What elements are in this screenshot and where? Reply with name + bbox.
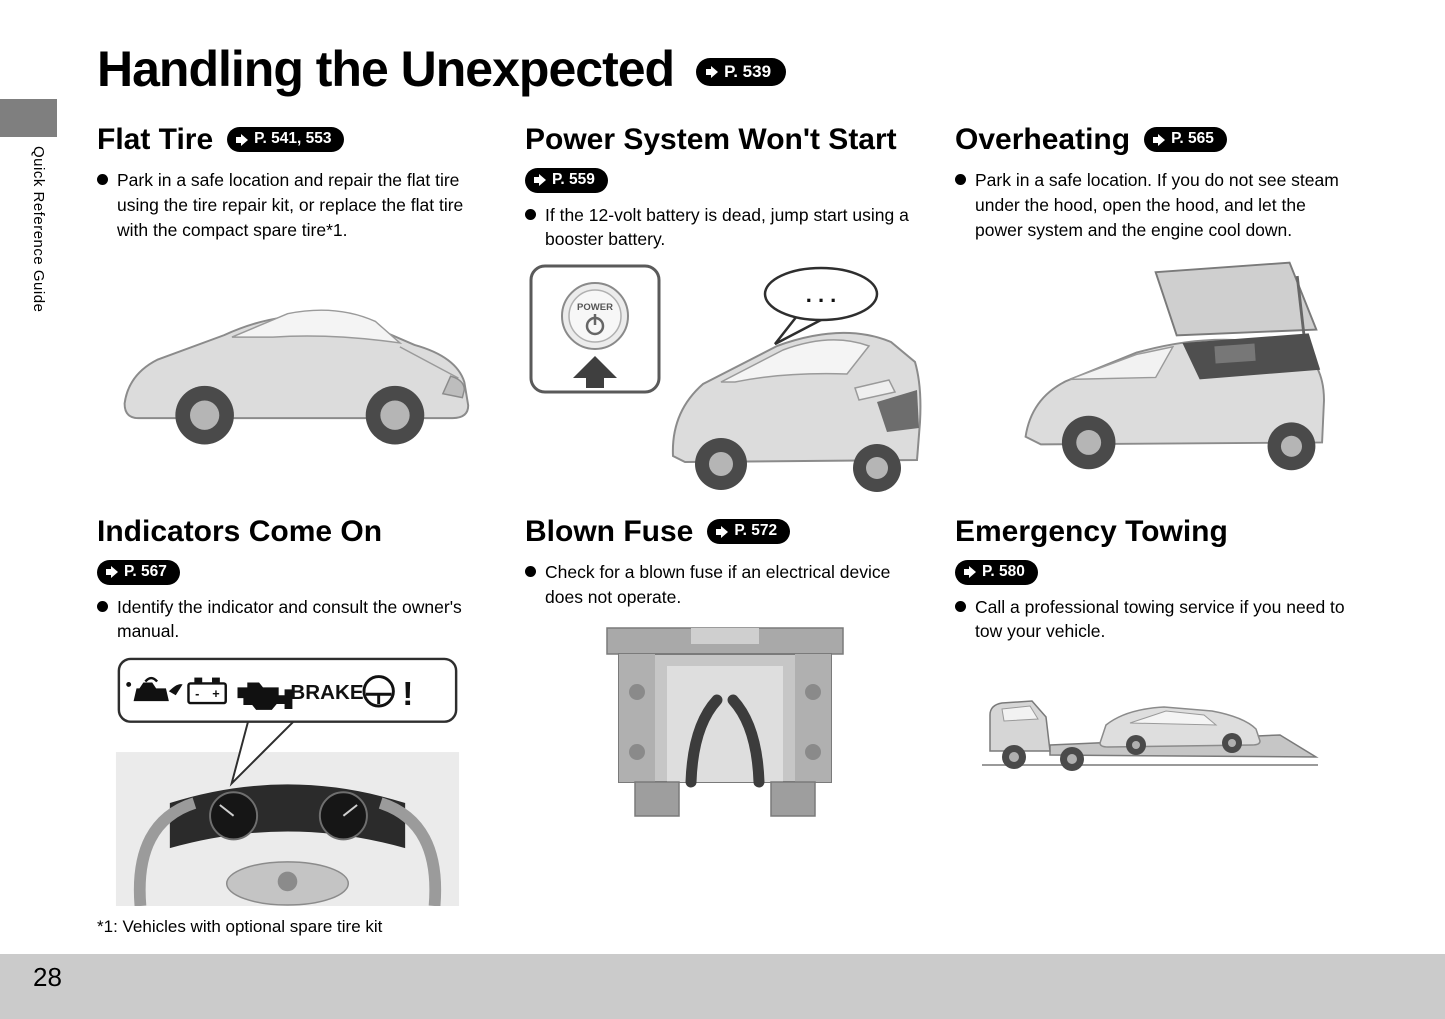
- page-title: Handling the Unexpected: [97, 41, 675, 97]
- page-ref-arrow-icon: [706, 65, 719, 78]
- page-ref-arrow-icon: [964, 566, 976, 579]
- power-button-jump-start-illustration: POWER . . .: [529, 264, 922, 493]
- tow-truck-illustration: [982, 700, 1319, 772]
- page-title-row: Handling the Unexpected P. 539: [97, 41, 787, 97]
- section-overheating: Overheating P. 565 Park in a safe locati…: [955, 123, 1355, 475]
- section-blown-fuse: Blown Fuse P. 572 Check for a blown fuse…: [525, 515, 930, 822]
- page-number: 28: [33, 962, 62, 992]
- footer-bar: 28: [0, 954, 1445, 1019]
- title-page-ref-badge: P. 539: [696, 57, 787, 86]
- oil-pressure-icon: [126, 677, 183, 702]
- bullet-dot: [97, 174, 108, 185]
- flat-tire-car-illustration: [123, 309, 470, 445]
- speech-bubble: . . .: [763, 267, 879, 346]
- blown-fuse-heading: Blown Fuse: [525, 515, 694, 548]
- bullet-dot: [525, 566, 536, 577]
- page-ref-arrow-icon: [236, 133, 249, 146]
- power-system-page-ref-badge: P. 559: [525, 168, 608, 193]
- chapter-tab: [0, 99, 57, 137]
- page-ref-arrow-icon: [716, 525, 729, 538]
- steering-warning-icon: [362, 675, 395, 708]
- flat-tire-bullet: Park in a safe location and repair the f…: [97, 168, 495, 243]
- flat-tire-heading: Flat Tire: [97, 123, 214, 156]
- overheating-bullet-text: Park in a safe location. If you do not s…: [975, 170, 1339, 240]
- spare-tire-footnote: *1: Vehicles with optional spare tire ki…: [97, 917, 383, 936]
- flat-tire-bullet-text: Park in a safe location and repair the f…: [117, 170, 464, 240]
- power-system-bullet-text: If the 12-volt battery is dead, jump sta…: [545, 204, 909, 250]
- towing-bullet-text: Call a professional towing service if yo…: [975, 596, 1345, 642]
- overheating-heading: Overheating: [955, 123, 1131, 156]
- indicators-bullet-text: Identify the indicator and consult the o…: [117, 596, 462, 642]
- check-engine-icon: [237, 682, 293, 711]
- blown-fuse-bullet-text: Check for a blown fuse if an electrical …: [545, 562, 891, 607]
- power-button-panel: POWER: [529, 264, 661, 394]
- steering-wheel-rim: [133, 797, 197, 907]
- towing-page-ref-badge: P. 580: [955, 560, 1038, 585]
- indicators-bullet: Identify the indicator and consult the o…: [97, 595, 495, 645]
- blown-fuse-page-ref-badge: P. 572: [707, 519, 791, 544]
- indicators-heading: Indicators Come On: [97, 515, 383, 548]
- indicators-page-ref-badge: P. 567: [97, 560, 180, 585]
- blown-fuse-illustration: [606, 626, 844, 817]
- sidebar-chapter-label: Quick Reference Guide: [30, 146, 47, 313]
- page-ref-text: P. 572: [734, 522, 778, 540]
- page-ref-arrow-icon: [534, 174, 546, 187]
- page-ref-text: P. 580: [982, 563, 1025, 580]
- towing-heading: Emergency Towing: [955, 515, 1228, 548]
- section-indicators: Indicators Come On P. 567 Identify the i…: [97, 515, 495, 907]
- page-ref-text: P. 567: [124, 563, 167, 580]
- bullet-dot: [97, 600, 108, 612]
- section-towing: Emergency Towing P. 580 Call a professio…: [955, 515, 1355, 774]
- section-flat-tire: Flat Tire P. 541, 553 Park in a safe loc…: [97, 123, 495, 464]
- battery-minus-mark: -: [195, 686, 199, 701]
- power-system-bullet: If the 12-volt battery is dead, jump sta…: [525, 203, 930, 253]
- page-ref-arrow-icon: [1153, 133, 1166, 146]
- page-ref-text: P. 539: [724, 61, 772, 81]
- overheating-bullet: Park in a safe location. If you do not s…: [955, 168, 1355, 243]
- page-ref-text: P. 565: [1171, 130, 1214, 148]
- flat-tire-page-ref-badge: P. 541, 553: [227, 127, 345, 152]
- page-ref-text: P. 541, 553: [254, 130, 332, 148]
- power-system-heading: Power System Won't Start: [525, 123, 897, 156]
- broken-filament: [685, 694, 723, 788]
- section-power-system: Power System Won't Start P. 559 If the 1…: [525, 123, 930, 505]
- battery-plus-mark: +: [212, 686, 219, 701]
- overheating-page-ref-badge: P. 565: [1144, 127, 1227, 152]
- towing-bullet: Call a professional towing service if yo…: [955, 595, 1355, 645]
- battery-icon: - +: [187, 677, 227, 705]
- blown-fuse-bullet: Check for a blown fuse if an electrical …: [525, 560, 930, 610]
- power-button-label: POWER: [577, 302, 613, 313]
- bullet-dot: [955, 600, 966, 612]
- press-arrow-icon: [573, 356, 617, 389]
- speech-bubble-text: . . .: [806, 282, 837, 307]
- warning-indicators-illustration: - + BRAKE !: [115, 657, 460, 907]
- bullet-dot: [955, 174, 966, 185]
- brake-indicator-label: BRAKE: [290, 681, 363, 704]
- open-hood-car-illustration: [1024, 261, 1325, 470]
- page-ref-text: P. 559: [552, 171, 595, 188]
- bullet-dot: [525, 208, 536, 220]
- page-ref-arrow-icon: [106, 566, 118, 579]
- warning-exclamation-mark: !: [402, 676, 413, 713]
